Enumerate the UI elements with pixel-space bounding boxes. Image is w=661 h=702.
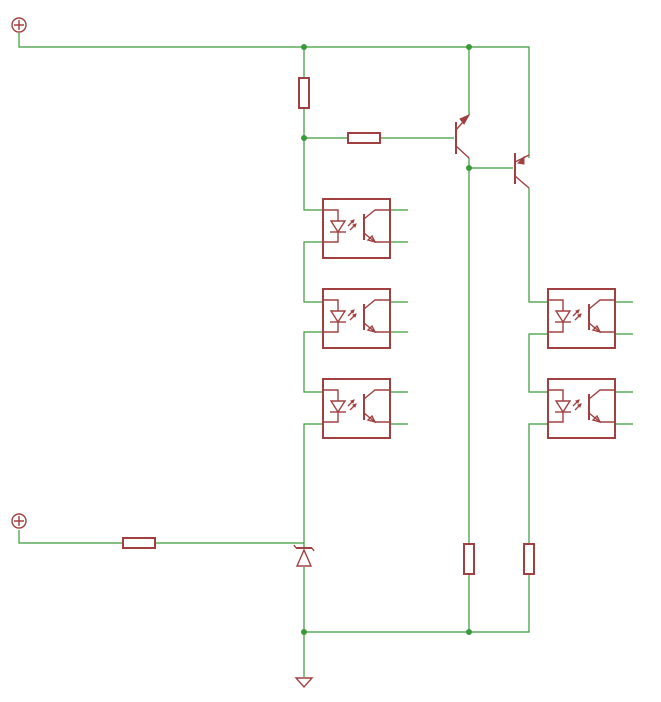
- junction-dot: [301, 44, 307, 50]
- junction-dot: [301, 629, 307, 635]
- junction-dot: [466, 629, 472, 635]
- wires: [18, 33, 633, 677]
- resistor-emitter-1: [463, 543, 475, 575]
- zener-diode: [293, 544, 315, 567]
- junction-dot: [466, 165, 472, 171]
- resistor-base: [347, 132, 381, 144]
- junction-dot: [466, 44, 472, 50]
- supply-terminal-top: [11, 17, 27, 33]
- junction-dot: [301, 135, 307, 141]
- resistor-input: [122, 537, 156, 549]
- transistor-q2: [514, 153, 530, 189]
- resistor-emitter-2: [523, 543, 535, 575]
- optocoupler-opto-r1: [547, 288, 616, 349]
- optocoupler-opto-r2: [547, 378, 616, 439]
- optocoupler-opto-l3: [322, 378, 391, 439]
- ground-symbol: [294, 677, 314, 689]
- transistor-q1: [455, 113, 471, 159]
- optocoupler-opto-l2: [322, 288, 391, 349]
- supply-terminal-bottom: [11, 513, 27, 529]
- resistor-top-vertical: [298, 77, 310, 109]
- optocoupler-opto-l1: [322, 198, 391, 259]
- junctions: [301, 44, 472, 635]
- optocouplers: [322, 198, 616, 439]
